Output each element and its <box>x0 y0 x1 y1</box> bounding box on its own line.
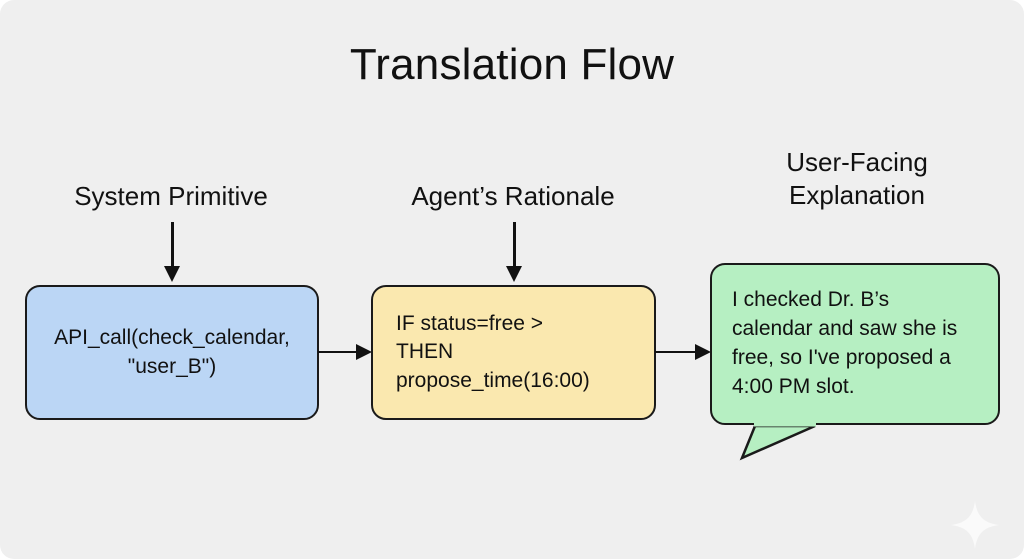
node-rule[interactable]: IF status=free > THEN propose_time(16:00… <box>371 285 656 420</box>
sparkle-icon <box>951 501 999 549</box>
arrow-head <box>695 344 711 360</box>
arrow-shaft <box>513 222 516 268</box>
caption-agents-rationale: Agent’s Rationale <box>411 181 615 211</box>
caption-user-facing-explanation: User-Facing Explanation <box>786 147 928 211</box>
arrow-shaft <box>655 350 697 353</box>
caption-system-primitive: System Primitive <box>74 181 268 211</box>
arrow-head <box>356 344 372 360</box>
connector-rule-to-explanation <box>655 342 711 362</box>
connector-api-to-rule <box>318 342 372 362</box>
page-title: Translation Flow <box>349 40 675 89</box>
node-explanation-bubble[interactable]: I checked Dr. B’s calendar and saw she i… <box>710 263 1000 425</box>
arrow-head <box>506 266 522 282</box>
arrow-head <box>164 266 180 282</box>
arrow-shaft <box>171 222 174 268</box>
node-api-call[interactable]: API_call(check_calendar, "user_B") <box>25 285 319 420</box>
arrow-shaft <box>318 350 358 353</box>
